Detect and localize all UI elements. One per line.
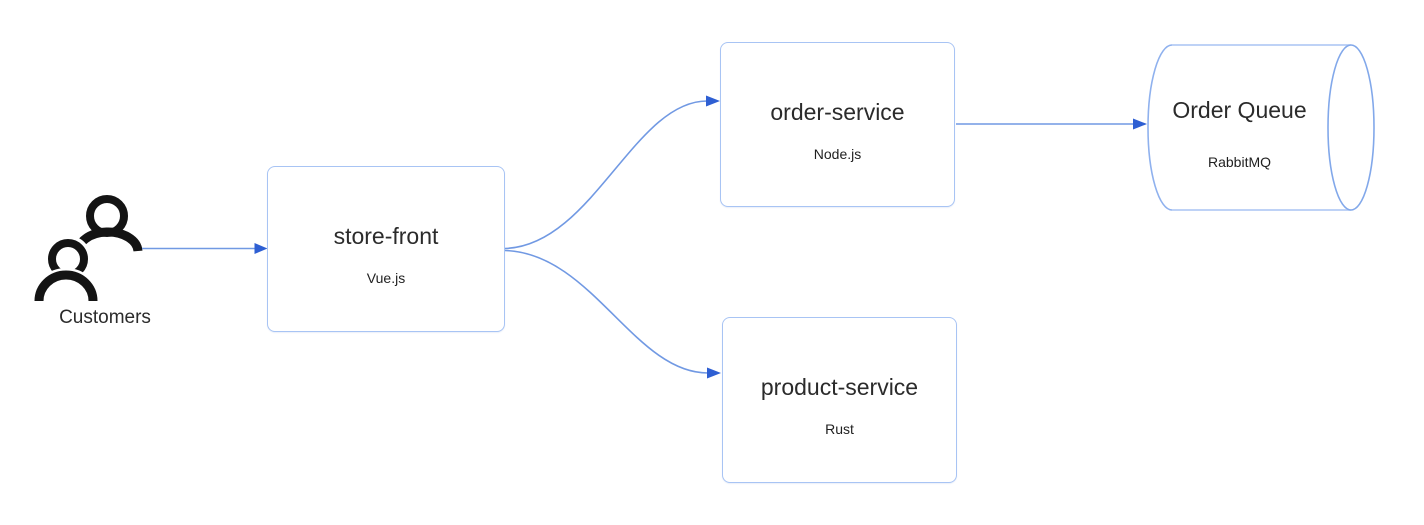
node-subtitle: Node.js — [813, 146, 862, 162]
edge-line — [504, 100, 708, 250]
customers-icon — [32, 195, 143, 302]
node-title: order-service — [770, 99, 905, 125]
node-subtitle: RabbitMQ — [1207, 154, 1272, 170]
cylinder-right-cap — [1327, 44, 1375, 211]
order-queue-cylinder — [1147, 44, 1375, 211]
customers-label: Customers — [59, 307, 151, 328]
edge-arrowhead — [1133, 118, 1147, 130]
edge-arrowhead — [707, 367, 721, 379]
edge-store-front-order-service — [504, 95, 720, 250]
cylinder-left-cap — [1147, 44, 1173, 211]
node-store-front: store-front Vue.js — [267, 166, 505, 332]
node-order-queue-label: Order Queue RabbitMQ — [1157, 96, 1322, 170]
node-subtitle: Rust — [825, 421, 854, 437]
edge-line — [504, 249, 709, 374]
edge-store-front-product-service — [504, 249, 721, 379]
node-product-service: product-service Rust — [722, 317, 957, 483]
node-title: product-service — [760, 374, 919, 400]
edge-order-service-order-queue — [956, 118, 1147, 130]
front-person-shoulders — [34, 270, 98, 302]
node-order-service: order-service Node.js — [720, 42, 955, 207]
edge-customers-store-front — [142, 243, 268, 254]
edge-arrowhead — [254, 243, 268, 254]
node-subtitle: Vue.js — [366, 270, 406, 286]
node-title: store-front — [333, 223, 439, 249]
node-title: Order Queue — [1172, 97, 1307, 123]
edge-arrowhead — [706, 95, 720, 107]
